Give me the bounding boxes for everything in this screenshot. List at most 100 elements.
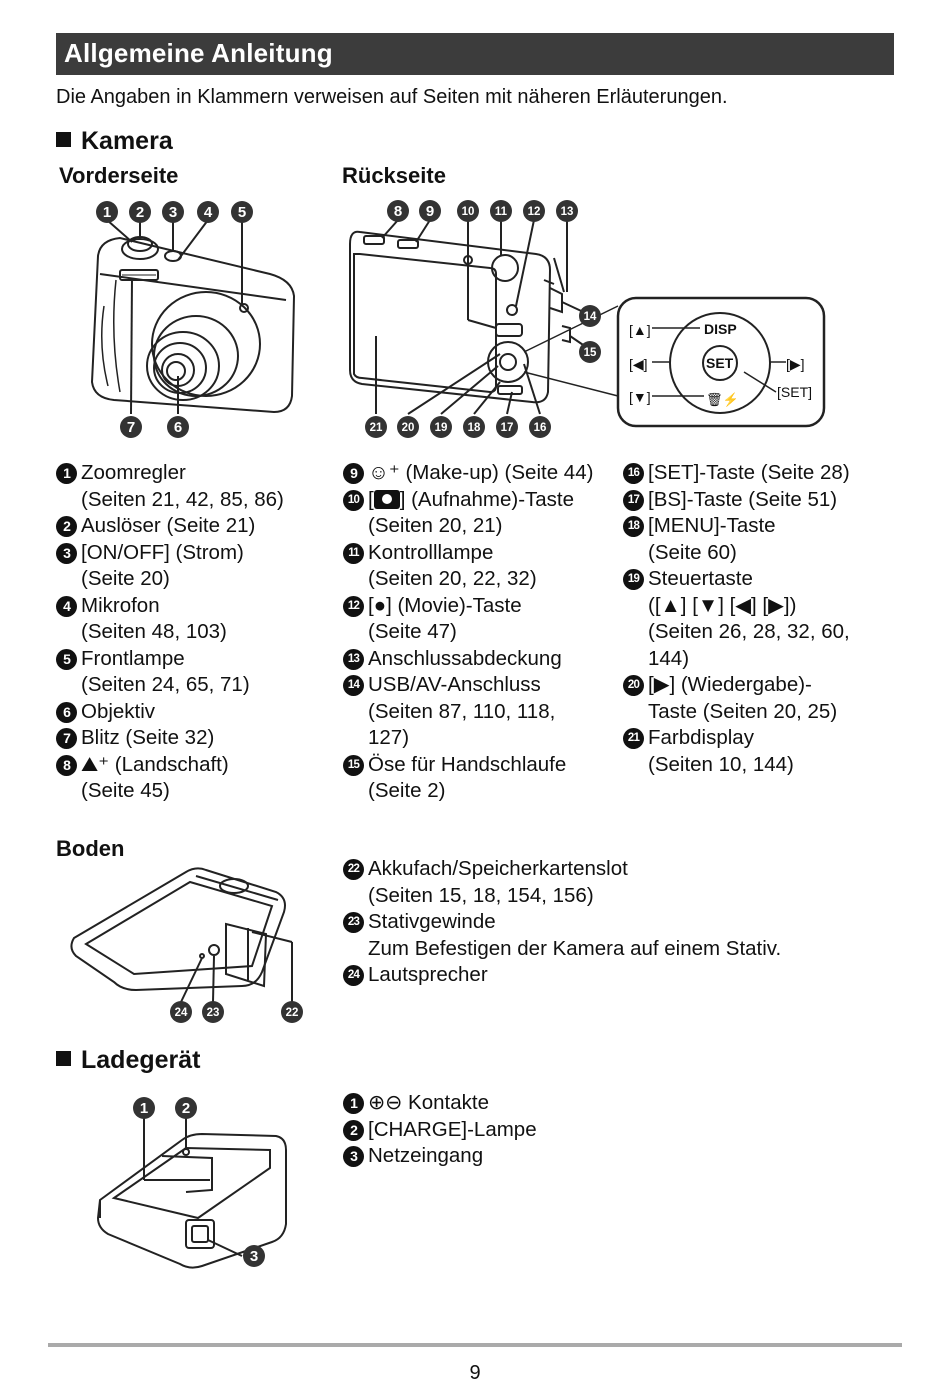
item-text: (Seiten 21, 42, 85, 86) [81,487,284,511]
item-text: (Seiten 24, 65, 71) [81,673,250,696]
svg-text:21: 21 [370,422,383,434]
camera-bottom-illustration: 24 23 22 [70,867,303,1023]
camera-parts-column-3: 16[SET]-Taste (Seite 28) 17[BS]-Taste (S… [623,460,893,778]
item-number-badge: 12 [343,595,364,617]
dpad-disp-label: DISP [704,321,737,337]
item-number-badge: 3 [56,542,77,564]
item-text: (Seiten 26, 28, 32, 60, [648,620,850,643]
item-text: 144) [648,646,690,670]
item-number-badge: 1 [343,1093,364,1114]
svg-text:3: 3 [169,204,177,221]
svg-text:5: 5 [238,204,246,221]
svg-text:9: 9 [426,203,434,220]
item-text: Anschlussabdeckung [368,646,562,670]
item-text: [▶] (Wiedergabe)- [648,673,812,696]
makeup-icon: ☺⁺ [368,461,406,484]
item-text: 127) [368,726,410,749]
footer-divider [48,1343,902,1347]
list-item: 20[▶] (Wiedergabe)-Taste (Seiten 20, 25) [623,672,893,725]
list-item: 1⊕⊖ Kontakte [343,1090,843,1117]
list-item: 10[] (Aufnahme)-Taste (Seiten 20, 21) [343,487,613,540]
item-text: Mikrofon [81,593,160,617]
item-text: (Seiten 15, 18, 154, 156) [368,883,594,907]
item-text: [] (Aufnahme)-Taste [368,487,575,511]
item-text: [CHARGE]-Lampe [368,1117,537,1141]
dpad-left-label: [◀] [629,356,648,372]
item-number-badge: 6 [56,701,77,723]
svg-text:16: 16 [534,422,547,434]
item-text: Objektiv [81,699,156,723]
list-item: 18[MENU]-Taste(Seite 60) [623,513,893,566]
camera-back-illustration: 8 9 10 11 12 13 14 15 21 20 19 18 17 16 … [349,200,826,438]
item-text: (Seiten 20, 22, 32) [368,567,537,590]
item-text: (Seiten 20, 21) [368,514,503,537]
list-item: 16[SET]-Taste (Seite 28) [623,460,893,487]
item-text: [BS]-Taste (Seite 51) [648,487,838,511]
item-text: Stativgewinde [368,910,496,933]
list-item: 17[BS]-Taste (Seite 51) [623,487,893,514]
front-label: Vorderseite [59,163,179,188]
svg-text:24: 24 [175,1007,188,1019]
intro-text: Die Angaben in Klammern verweisen auf Se… [56,86,728,108]
item-text: Netzeingang [368,1144,484,1167]
item-text: ☺⁺ (Make-up) (Seite 44) [368,461,594,484]
item-text: Taste (Seiten 20, 25) [648,699,838,723]
svg-text:2: 2 [182,1100,190,1117]
list-item: 12[●] (Movie)-Taste (Seite 47) [343,593,613,646]
camera-icon [373,489,400,509]
svg-text:14: 14 [584,311,597,323]
item-text: (Seite 20) [81,567,170,590]
item-number-badge: 17 [623,489,644,511]
item-number-badge: 14 [343,675,364,696]
item-text: Steuertaste [648,567,753,590]
svg-text:7: 7 [127,419,135,436]
dpad-up-label: [▲] [629,322,651,338]
item-number-badge: 16 [623,463,644,484]
list-item: 8⛰⁺ (Landschaft)(Seite 45) [56,752,331,805]
item-number-badge: 18 [623,516,644,537]
svg-text:20: 20 [402,422,415,434]
item-text: (Seiten 48, 103) [81,620,227,643]
svg-text:23: 23 [207,1007,220,1019]
item-number-badge: 21 [623,728,644,749]
bottom-label: Boden [56,836,125,861]
trash-flash-icon: 🗑⚡ [706,392,739,408]
item-number-badge: 4 [56,595,77,617]
item-text: Zoomregler [81,461,186,484]
square-bullet-icon [56,1051,71,1066]
item-number-badge: 13 [343,648,364,670]
square-bullet-icon [56,132,71,147]
item-text: [●] (Movie)-Taste [368,593,522,617]
item-number-badge: 10 [343,489,364,511]
item-number-badge: 23 [343,912,364,933]
svg-text:3: 3 [250,1248,258,1265]
list-item: 9☺⁺ (Make-up) (Seite 44) [343,460,613,487]
svg-text:1: 1 [140,1100,148,1117]
item-text: USB/AV-Anschluss [368,673,541,696]
item-text: (Seite 47) [368,620,457,643]
camera-parts-column-2: 9☺⁺ (Make-up) (Seite 44) 10[] (Aufnahme)… [343,460,613,805]
item-text: Kontrolllampe [368,540,494,564]
item-text: (Seite 45) [81,779,170,802]
list-item: 2[CHARGE]-Lampe [343,1117,843,1144]
item-number-badge: 22 [343,859,364,880]
item-number-badge: 2 [343,1119,364,1141]
dpad-set-bracket-label: [SET] [777,384,812,400]
item-number-badge: 1 [56,463,77,484]
dpad-right-label: [▶] [786,356,805,372]
item-number-badge: 5 [56,648,77,670]
